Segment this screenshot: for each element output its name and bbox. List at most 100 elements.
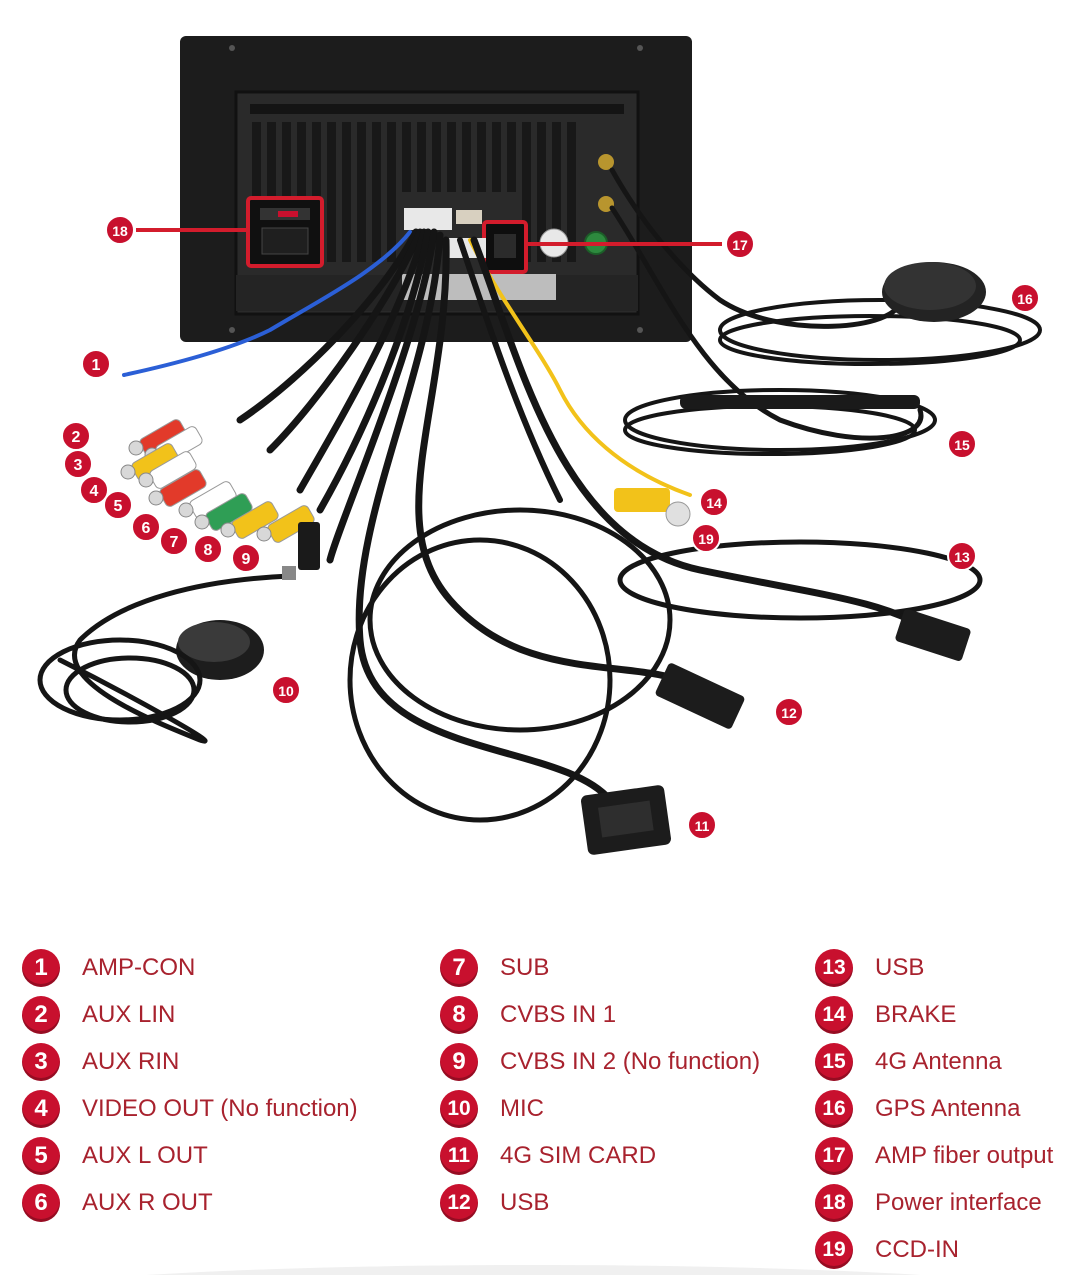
legend-label: AUX R OUT (82, 1189, 213, 1216)
legend-item-16: 16 GPS Antenna (815, 1089, 1020, 1129)
callout-16: 16 (1010, 283, 1040, 313)
legend-badge: 4 (22, 1090, 60, 1128)
svg-text:15: 15 (954, 437, 970, 453)
rca-plug (128, 419, 187, 457)
svg-text:17: 17 (732, 237, 748, 253)
legend-item-7: 7 SUB (440, 948, 549, 988)
legend-label: USB (875, 954, 925, 981)
heat-sink-fins (252, 122, 576, 262)
rca-plug (220, 501, 279, 539)
callout-19: 19 (691, 523, 721, 553)
svg-text:9: 9 (242, 551, 251, 568)
legend-badge: 15 (815, 1043, 853, 1081)
svg-text:10: 10 (278, 683, 294, 699)
svg-text:5: 5 (114, 498, 123, 515)
callout-7: 7 (159, 526, 189, 556)
svg-text:4: 4 (90, 483, 99, 500)
callout-13: 13 (947, 541, 977, 571)
callout-3: 3 (63, 449, 93, 479)
ccd-rca-plug (614, 488, 691, 527)
legend-label: CCD-IN (875, 1236, 959, 1263)
rca-plug (194, 493, 253, 531)
legend-label: 4G SIM CARD (500, 1142, 657, 1169)
svg-text:8: 8 (204, 542, 213, 559)
legend-badge: 17 (815, 1137, 853, 1175)
svg-text:13: 13 (954, 549, 970, 565)
svg-text:16: 16 (1017, 291, 1033, 307)
legend-badge: 11 (440, 1137, 478, 1175)
callout-15: 15 (947, 429, 977, 459)
callout-5: 5 (103, 490, 133, 520)
legend-badge: 16 (815, 1090, 853, 1128)
rca-plugs (120, 419, 315, 543)
legend-item-11: 11 4G SIM CARD (440, 1136, 656, 1176)
callout-8: 8 (193, 534, 223, 564)
legend-badge: 1 (22, 949, 60, 987)
rca-plug (256, 505, 315, 543)
legend-badge: 7 (440, 949, 478, 987)
callout-12: 12 (774, 697, 804, 727)
rca-plug (138, 451, 197, 489)
svg-text:6: 6 (142, 520, 151, 537)
svg-text:14: 14 (706, 495, 722, 511)
legend-badge: 12 (440, 1184, 478, 1222)
svg-text:7: 7 (170, 534, 179, 551)
legend-badge: 14 (815, 996, 853, 1034)
legend-label: AMP-CON (82, 954, 196, 981)
legend-badge: 19 (815, 1231, 853, 1269)
legend-item-17: 17 AMP fiber output (815, 1136, 1053, 1176)
legend-item-19: 19 CCD-IN (815, 1230, 959, 1270)
legend-item-6: 6 AUX R OUT (22, 1183, 213, 1223)
callout-17: 17 (725, 229, 755, 259)
bottom-edge (0, 1265, 1067, 1275)
legend-item-14: 14 BRAKE (815, 995, 956, 1035)
legend-label: AMP fiber output (875, 1142, 1054, 1169)
legend-label: GPS Antenna (875, 1095, 1021, 1122)
legend-label: AUX RIN (82, 1048, 180, 1075)
legend-badge: 6 (22, 1184, 60, 1222)
head-unit (180, 36, 692, 342)
legend-label: AUX LIN (82, 1001, 176, 1028)
gps-antenna-module (882, 262, 986, 322)
legend-label: SUB (500, 954, 550, 981)
legend-label: AUX L OUT (82, 1142, 208, 1169)
rca-plug (148, 469, 207, 507)
legend-label: VIDEO OUT (No function) (82, 1095, 358, 1122)
sim-card-slot-11 (581, 785, 671, 855)
aux-jack (282, 522, 320, 580)
legend-label: BRAKE (875, 1001, 957, 1028)
legend-label: CVBS IN 2 (No function) (500, 1048, 761, 1075)
legend-label: 4G Antenna (875, 1048, 1002, 1075)
callout-2: 2 (61, 421, 91, 451)
microphone (37, 620, 264, 725)
legend-label: USB (500, 1189, 550, 1216)
svg-text:19: 19 (698, 531, 714, 547)
callout-1: 1 (81, 349, 111, 379)
svg-text:12: 12 (781, 705, 797, 721)
legend-badge: 10 (440, 1090, 478, 1128)
callout-4: 4 (79, 475, 109, 505)
legend-badge: 9 (440, 1043, 478, 1081)
legend-item-9: 9 CVBS IN 2 (No function) (440, 1042, 760, 1082)
legend-item-4: 4 VIDEO OUT (No function) (22, 1089, 358, 1129)
svg-text:1: 1 (92, 357, 101, 374)
svg-text:3: 3 (74, 457, 83, 474)
legend-label: CVBS IN 1 (500, 1001, 617, 1028)
callout-18: 18 (105, 215, 135, 245)
svg-text:2: 2 (72, 429, 81, 446)
svg-text:11: 11 (695, 818, 710, 834)
callout-9: 9 (231, 543, 261, 573)
legend-item-12: 12 USB (440, 1183, 549, 1223)
legend-item-15: 15 4G Antenna (815, 1042, 1002, 1082)
legend-badge: 18 (815, 1184, 853, 1222)
legend-item-1: 1 AMP-CON (22, 948, 195, 988)
usb-connector-12 (655, 663, 745, 729)
